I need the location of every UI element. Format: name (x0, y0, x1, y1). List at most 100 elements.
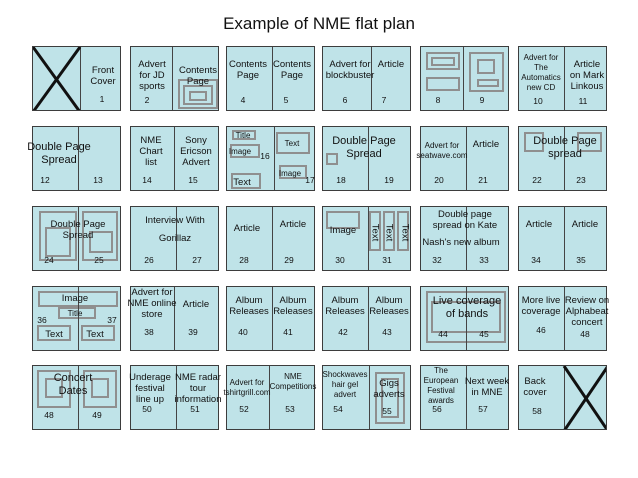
spread-label: Contents Page (178, 65, 218, 87)
spread-label: Article (182, 299, 210, 310)
spread-label: Image (278, 169, 302, 178)
spread-label: Contents Page (272, 59, 312, 81)
page-number: 51 (190, 404, 200, 414)
spread-label: Shockwaves hair gel advert (322, 370, 368, 399)
page-number: 9 (479, 95, 485, 105)
page-number: 18 (336, 175, 346, 185)
page-number: 8 (435, 95, 441, 105)
page-fold-line (174, 127, 175, 190)
page-number: 33 (479, 255, 489, 265)
spread-label: Title (235, 131, 251, 140)
page-number: 30 (335, 255, 345, 265)
spread-label: Image (228, 147, 252, 156)
spread-label: Contents Page (228, 59, 268, 81)
layout-placeholder-box (231, 173, 261, 189)
layout-placeholder-box (326, 211, 360, 229)
page-fold-line (466, 207, 467, 270)
page-fold-line (564, 47, 565, 110)
page-number: 20 (434, 175, 444, 185)
layout-placeholder-box (381, 378, 399, 418)
page-number: 24 (44, 255, 54, 265)
page-number: 54 (333, 404, 343, 414)
layout-placeholder-box (369, 211, 381, 251)
page-number: 6 (342, 95, 348, 105)
spread-label: Text (45, 329, 63, 340)
page-number: 57 (478, 404, 488, 414)
layout-placeholder-box (375, 372, 405, 424)
layout-placeholder-box (279, 165, 307, 179)
page-number: 31 (382, 255, 392, 265)
spread-label: Double Page Spread (27, 141, 91, 166)
spread-label: Image (61, 293, 89, 304)
page-fold-line (272, 47, 273, 110)
page-number: 41 (283, 327, 293, 337)
spread-label: Text (369, 223, 381, 242)
spread-label: Article (233, 223, 261, 234)
spread-label: Live coverage of bands (432, 295, 502, 320)
page-number: 55 (382, 406, 392, 416)
page-fold-line (564, 287, 565, 350)
page-number: 46 (536, 325, 546, 335)
page-number: 35 (576, 255, 586, 265)
spread-label: Concert Dates (53, 372, 93, 397)
page-number: 38 (144, 327, 154, 337)
layout-placeholder-box (83, 370, 117, 408)
page-number: 44 (438, 329, 448, 339)
page-fold-line (466, 287, 467, 350)
spread-label: Gigs adverts (373, 378, 405, 400)
spread-label: NME Chart list (139, 135, 163, 168)
layout-placeholder-box (276, 132, 310, 154)
page-number: 48 (44, 410, 54, 420)
layout-placeholder-box (230, 144, 260, 158)
page-number: 48 (580, 329, 590, 339)
spread-label: Advert for NME online store (127, 287, 177, 320)
layout-placeholder-box (58, 307, 96, 319)
layout-placeholder-box (397, 211, 409, 251)
spread-label: NME radar tour information (174, 372, 222, 405)
spread-label: Album Releases (325, 295, 365, 317)
page-number: 14 (142, 175, 152, 185)
page-number: 17 (305, 175, 315, 185)
spread-label: Album Releases (229, 295, 269, 317)
layout-placeholder-box (37, 370, 71, 408)
layout-placeholder-box (469, 52, 504, 92)
page-number: 45 (479, 329, 489, 339)
page-number: 37 (107, 315, 117, 325)
spread-label: Nash's new album (422, 237, 500, 248)
page-number: 23 (576, 175, 586, 185)
layout-placeholder-box (524, 132, 544, 152)
spread-label: Text (233, 177, 251, 188)
spread-label: Review on Alphabeat concert (564, 295, 610, 328)
spread-label: Album Releases (273, 295, 313, 317)
layout-placeholder-box (45, 227, 71, 257)
page-number: 2 (144, 95, 150, 105)
spread-label: NME Competitions (269, 372, 317, 391)
page-fold-line (564, 127, 565, 190)
layout-placeholder-box (37, 325, 71, 341)
page-number: 13 (93, 175, 103, 185)
spread-label: Article (279, 219, 307, 230)
layout-placeholder-box (431, 57, 455, 66)
page-fold-line (176, 207, 177, 270)
page-number: 43 (382, 327, 392, 337)
layout-placeholder-box (326, 153, 338, 165)
page-number: 25 (94, 255, 104, 265)
page-fold-line (174, 287, 175, 350)
page-fold-line (564, 366, 565, 429)
